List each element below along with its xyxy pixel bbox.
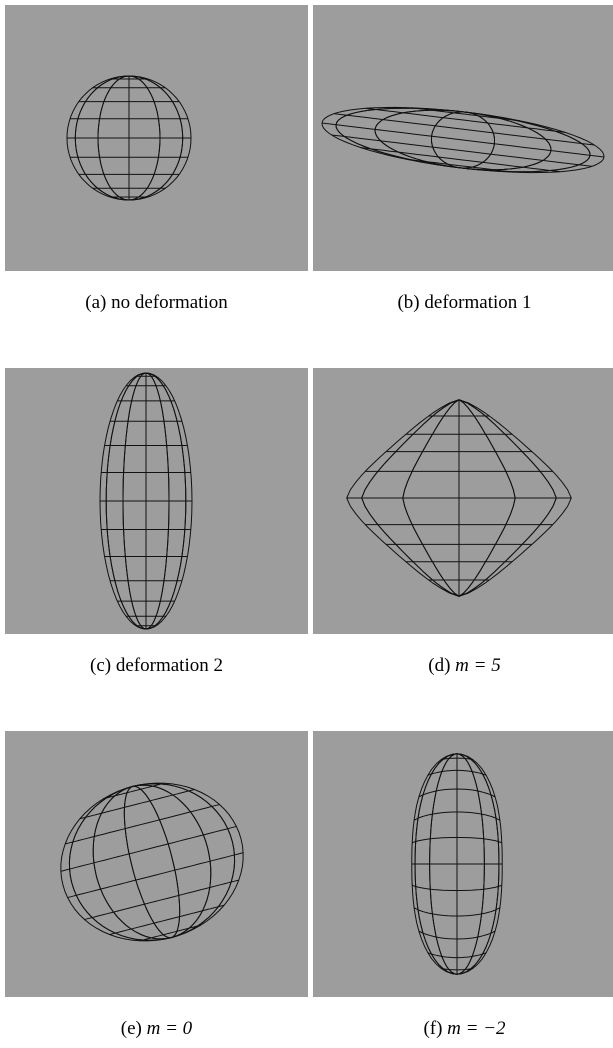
- latitude-line: [139, 924, 201, 942]
- caption-tag: (e): [120, 1018, 142, 1039]
- caption-tag: (b): [397, 292, 420, 313]
- latitude-line: [67, 852, 244, 898]
- caption-f: (f) m = −2: [313, 1018, 613, 1040]
- longitude-line: [92, 784, 212, 940]
- caption-tag: (d): [428, 655, 451, 676]
- caption-text: deformation 1: [424, 292, 532, 313]
- latitude-line: [321, 122, 605, 158]
- flat-ellipsoid-wireframe: [321, 106, 605, 174]
- caption-math: m = 0: [146, 1018, 193, 1039]
- caption-text: no deformation: [111, 292, 228, 313]
- longitude-line: [361, 399, 557, 597]
- caption-e: (e) m = 0: [5, 1018, 308, 1040]
- pinched-surface-wireframe: [411, 753, 503, 975]
- panel-a-no-deformation: [5, 5, 308, 271]
- star-surface-wireframe: [346, 399, 572, 597]
- panel-d-m-5: [313, 368, 613, 634]
- latitude-line: [334, 113, 595, 146]
- panel-e-m-0: [5, 731, 308, 997]
- longitude-line: [414, 753, 500, 975]
- longitude-line: [335, 107, 591, 173]
- caption-text: deformation 2: [115, 655, 223, 676]
- caption-c: (c) deformation 2: [5, 655, 308, 677]
- panel-f-m-minus-2: [313, 731, 613, 997]
- latitude-line: [412, 107, 520, 122]
- caption-math: m = 5: [455, 655, 501, 676]
- longitude-line: [74, 75, 184, 201]
- panel-b-deformation-1: [313, 5, 613, 271]
- tall-ellipsoid-wireframe: [99, 372, 193, 630]
- caption-a: (a) no deformation: [5, 292, 308, 314]
- latitude-line: [79, 789, 195, 820]
- caption-math: m = −2: [447, 1018, 506, 1039]
- sphere-wireframe: [66, 75, 192, 201]
- caption-b: (b) deformation 1: [313, 292, 613, 314]
- caption-d: (d) m = 5: [313, 655, 613, 677]
- caption-tag: (a): [85, 292, 107, 313]
- latitude-line: [103, 782, 165, 800]
- tilted-ellipsoid-wireframe: [60, 782, 244, 942]
- latitude-line: [109, 904, 225, 935]
- panel-c-deformation-2: [5, 368, 308, 634]
- longitude-line: [60, 782, 244, 942]
- caption-tag: (f): [423, 1018, 443, 1039]
- longitude-line: [123, 785, 181, 939]
- longitude-line: [68, 783, 236, 941]
- longitude-line: [123, 785, 181, 939]
- caption-tag: (c): [90, 655, 112, 676]
- longitude-line: [92, 784, 212, 940]
- latitude-line: [406, 158, 514, 173]
- longitude-line: [105, 372, 187, 630]
